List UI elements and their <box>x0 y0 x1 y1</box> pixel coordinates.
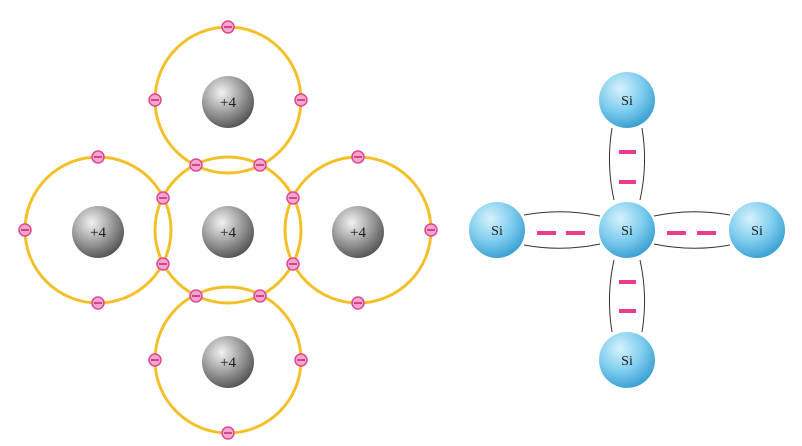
electron <box>424 223 438 237</box>
electron <box>148 353 162 367</box>
si-atom-right: Si <box>729 202 785 258</box>
si-atom-label: Si <box>491 224 503 239</box>
si-bond-diagram: Si Si Si Si Si <box>469 72 785 388</box>
bond-outline-bottom-2 <box>639 259 646 333</box>
bond-outline-bottom <box>608 259 615 333</box>
nucleus-charge-label: +4 <box>220 95 236 111</box>
electron <box>148 93 162 107</box>
electron <box>91 296 105 310</box>
si-atom-label: Si <box>621 224 633 239</box>
si-atom-label: Si <box>621 94 633 109</box>
shared-electron <box>156 191 170 205</box>
bond-lines <box>523 127 731 333</box>
shared-electron <box>286 191 300 205</box>
bond-electron-dash <box>566 231 585 235</box>
si-atom-bottom: Si <box>599 332 655 388</box>
si-atom-label: Si <box>621 354 633 369</box>
electron <box>221 426 235 440</box>
shared-electron <box>189 158 203 172</box>
electron <box>351 150 365 164</box>
bond-electrons <box>537 150 716 313</box>
electron <box>351 296 365 310</box>
shared-electron <box>253 158 267 172</box>
nuclei: +4 +4 +4 +4 +4 <box>72 76 384 388</box>
nucleus-charge-label: +4 <box>90 225 106 241</box>
electron <box>18 223 32 237</box>
bond-electron-dash <box>619 180 636 184</box>
nucleus-bottom: +4 <box>202 336 254 388</box>
nucleus-center: +4 <box>202 206 254 258</box>
bond-electron-dash <box>697 231 716 235</box>
shared-electron <box>156 257 170 271</box>
electron <box>294 353 308 367</box>
electrons <box>18 20 438 440</box>
bond-outline-right <box>653 211 731 217</box>
nucleus-charge-label: +4 <box>220 355 236 371</box>
bond-outline-top <box>608 127 615 201</box>
electron <box>221 20 235 34</box>
si-atom-label: Si <box>751 224 763 239</box>
si-atom-left: Si <box>469 202 525 258</box>
si-atom-center: Si <box>599 202 655 258</box>
orbit-ring-center <box>153 155 303 305</box>
electron <box>91 150 105 164</box>
si-atom-top: Si <box>599 72 655 128</box>
shared-electron <box>286 257 300 271</box>
bond-electron-dash <box>619 280 636 284</box>
bond-electron-dash <box>619 309 636 313</box>
bond-outline-top-2 <box>639 127 646 201</box>
bond-outline-left-2 <box>523 243 601 249</box>
bond-electron-dash <box>667 231 686 235</box>
atomic-orbit-diagram: +4 +4 +4 +4 +4 <box>18 20 438 440</box>
si-atoms: Si Si Si Si Si <box>469 72 785 388</box>
nucleus-right: +4 <box>332 206 384 258</box>
nucleus-top: +4 <box>202 76 254 128</box>
nucleus-charge-label: +4 <box>220 225 236 241</box>
bond-electron-dash <box>537 231 556 235</box>
bond-electron-dash <box>619 150 636 154</box>
electron <box>294 93 308 107</box>
shared-electron <box>189 289 203 303</box>
nucleus-left: +4 <box>72 206 124 258</box>
nucleus-charge-label: +4 <box>350 225 366 241</box>
shared-electron <box>253 289 267 303</box>
bond-outline-left <box>523 211 601 217</box>
bond-outline-right-2 <box>653 243 731 249</box>
